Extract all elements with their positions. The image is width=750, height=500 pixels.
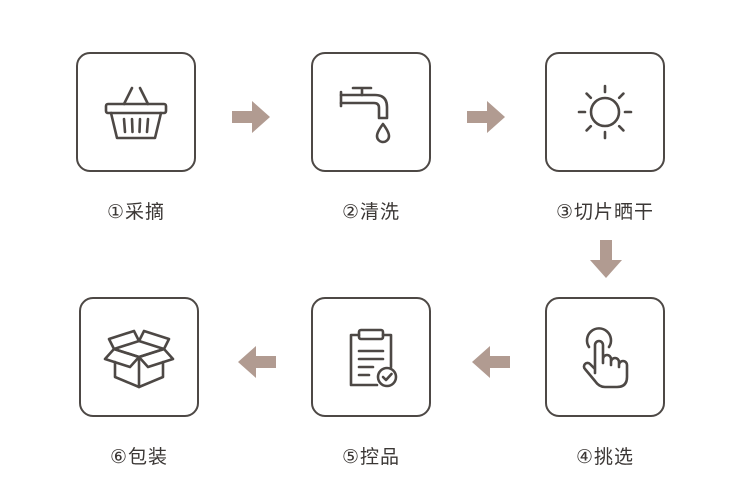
arrow-down-icon (585, 238, 627, 280)
step-box (79, 297, 199, 417)
step-picking: ①采摘 (76, 52, 196, 223)
step-box (545, 52, 665, 172)
step-label: ⑥包装 (109, 446, 169, 468)
step-label: ①采摘 (106, 201, 166, 223)
step-packaging: ⑥包装 (79, 297, 199, 468)
arrow-right-icon (230, 96, 272, 138)
sun-icon (577, 84, 633, 140)
step-selecting: ④挑选 (545, 297, 665, 468)
step-label: ④挑选 (575, 446, 635, 468)
arrow-left-icon (236, 341, 278, 383)
hand-tap-icon (582, 327, 629, 389)
step-label: ⑤控品 (341, 446, 401, 468)
arrow-right-icon (465, 96, 507, 138)
step-slicing-drying: ③切片晒干 (545, 52, 665, 223)
step-quality-control: ⑤控品 (311, 297, 431, 468)
step-box (545, 297, 665, 417)
basket-icon (104, 86, 168, 140)
step-label: ②清洗 (341, 201, 401, 223)
step-label: ③切片晒干 (555, 201, 655, 223)
step-washing: ②清洗 (311, 52, 431, 223)
clipboard-check-icon (349, 328, 398, 388)
step-box (311, 52, 431, 172)
faucet-icon (339, 86, 391, 144)
step-box (76, 52, 196, 172)
arrow-left-icon (470, 341, 512, 383)
box-icon (103, 329, 175, 389)
step-box (311, 297, 431, 417)
